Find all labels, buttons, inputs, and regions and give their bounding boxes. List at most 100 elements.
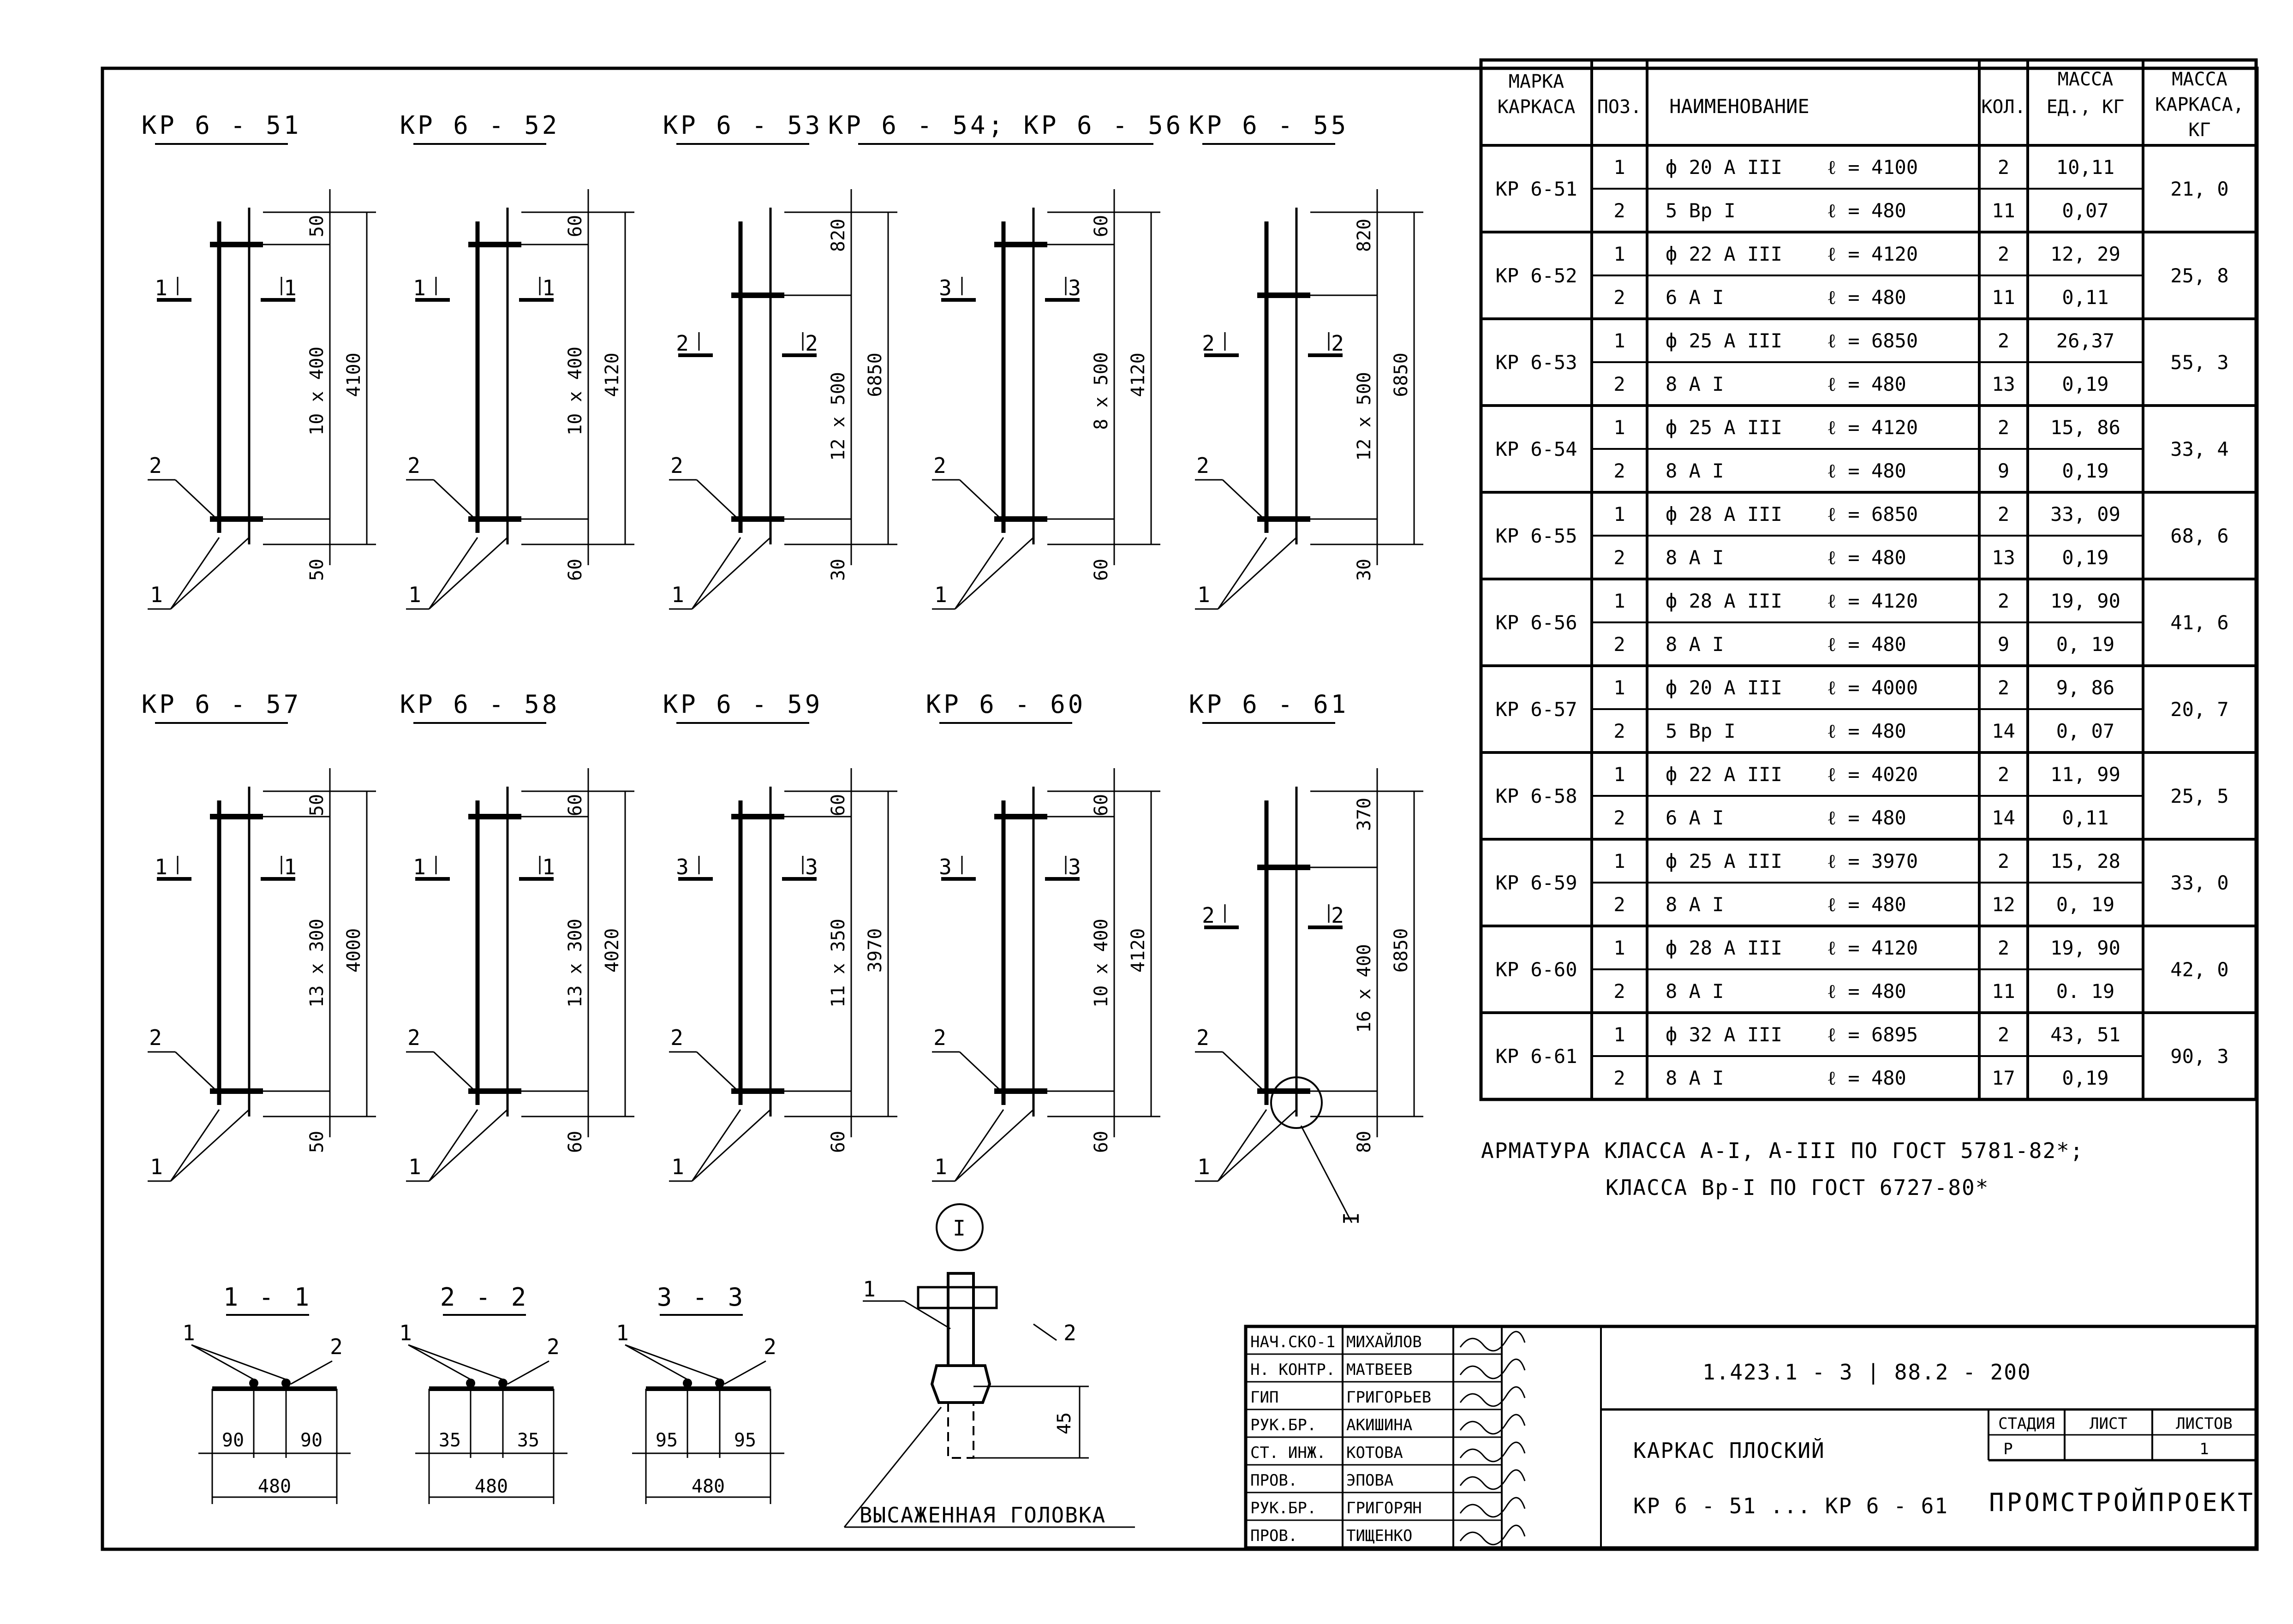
pos-label-1: 1 [934,1154,948,1179]
cell-qty: 11 [1992,286,2015,309]
cell-length: ℓ = 480 [1827,720,1906,742]
cell-pos: 1 [1613,937,1625,959]
cell-qty: 2 [1998,937,2009,959]
leader [507,1360,549,1385]
section-label: 1 [413,275,427,300]
leader [1217,1109,1267,1182]
pos-label-2: 2 [933,1025,947,1050]
dim-bot: 30 [1354,559,1375,581]
section-label: 3 [1068,275,1082,300]
detail-mark-circle [936,1203,984,1251]
frame-title: КР 6 - 57 [142,690,302,719]
dim-total: 6850 [865,352,886,397]
pos-label-1: 1 [150,1154,164,1179]
pos-label-1: 1 [1197,582,1211,607]
stamp-role: ПРОВ. [1250,1527,1297,1545]
cell-unit-mass: 19, 90 [2050,937,2120,959]
dim-left: 95 [656,1430,678,1451]
pos-label-2: 2 [149,453,163,478]
section-label: 2 [676,331,690,356]
cell-pos: 2 [1613,980,1625,1003]
section-title: 3 - 3 [657,1283,746,1312]
cell-qty: 9 [1998,633,2009,656]
dim-left: 35 [439,1430,461,1451]
cell-length: ℓ = 480 [1827,633,1906,656]
stamp-name: АКИШИНА [1346,1416,1412,1434]
cell-unit-mass: 15, 28 [2050,850,2120,872]
cell-unit-mass: 0,19 [2062,1067,2108,1089]
cell-unit-mass: 9, 86 [2056,676,2114,699]
cell-qty: 9 [1998,460,2009,482]
cell-length: ℓ = 3970 [1827,850,1918,872]
stamp-name: ЭПОВА [1346,1471,1393,1490]
leader [959,1051,1002,1092]
cell-unit-mass: 0,11 [2062,806,2108,829]
cell-frame-mass: 25, 8 [2170,264,2228,287]
cell-pos: 1 [1613,243,1625,265]
dim-right: 35 [517,1430,539,1451]
stamp-name: МАТВЕЕВ [1346,1361,1412,1379]
leader [174,1051,218,1092]
cell-mark: КР 6-59 [1495,872,1577,894]
dim-bot: 60 [565,1131,586,1153]
dim-mid: 10 x 400 [306,346,328,436]
leader [1300,1125,1353,1223]
cell-name: 8 А I [1666,460,1724,482]
cell-name: 8 А I [1666,373,1724,395]
leader [428,537,508,610]
dim-mid: 16 x 400 [1354,944,1375,1033]
section-label: 3 [939,275,953,300]
cell-name: ф 22 А III [1666,763,1782,786]
cell-length: ℓ = 480 [1827,893,1906,916]
cell-frame-mass: 21, 0 [2170,178,2228,200]
cell-name: 8 А I [1666,1067,1724,1089]
leader [170,1109,220,1182]
stamp-role: РУК.БР. [1250,1416,1316,1434]
cell-pos: 2 [1613,286,1625,309]
note-1: АРМАТУРА КЛАССА А-I, А-III ПО ГОСТ 5781-… [1481,1138,2084,1163]
dim-bot: 60 [1091,1131,1112,1153]
cell-name: 5 Вр I [1666,199,1736,222]
stamp-name: КОТОВА [1346,1444,1403,1462]
cell-qty: 13 [1992,546,2015,569]
dim-total: 480 [258,1476,291,1497]
hdr-unit-mass: МАССА [2058,69,2113,90]
signature [1459,1469,1526,1490]
cell-name: 6 А I [1666,286,1724,309]
cell-length: ℓ = 4120 [1827,590,1918,612]
caption-upset-head: ВЫСАЖЕННАЯ ГОЛОВКА [860,1503,1106,1528]
leader [625,1344,720,1380]
cell-frame-mass: 25, 5 [2170,785,2228,807]
cell-qty: 2 [1998,416,2009,439]
pos-label-1: 1 [934,582,948,607]
note-2: КЛАССА Вр-I ПО ГОСТ 6727-80* [1606,1175,1989,1200]
stage-header: СТАДИЯ [1998,1415,2055,1433]
section-label: 1 [284,854,298,879]
cell-mark: КР 6-53 [1495,351,1577,374]
section-label: 1 [542,275,556,300]
dim-top: 60 [1091,794,1112,816]
cell-length: ℓ = 480 [1827,373,1906,395]
node-I-marker: I [1270,1076,1364,1225]
cell-frame-mass: 68, 6 [2170,525,2228,547]
hdr-frame-mass: КАРКАСА, [2155,94,2244,115]
hdr-pos: ПОЗ. [1597,96,1642,118]
cell-pos: 2 [1613,373,1625,395]
dim-top: 820 [1354,219,1375,252]
section-label: 3 [805,854,819,879]
cell-pos: 1 [1613,590,1625,612]
leader [954,537,1034,610]
section-label: 2 [1202,331,1216,356]
cell-pos: 1 [1613,416,1625,439]
dim-bot: 60 [565,559,586,581]
pos-label-2: 2 [933,453,947,478]
drawing-name-2: КР 6 - 51 ... КР 6 - 61 [1633,1493,1948,1518]
leader [428,1109,478,1182]
